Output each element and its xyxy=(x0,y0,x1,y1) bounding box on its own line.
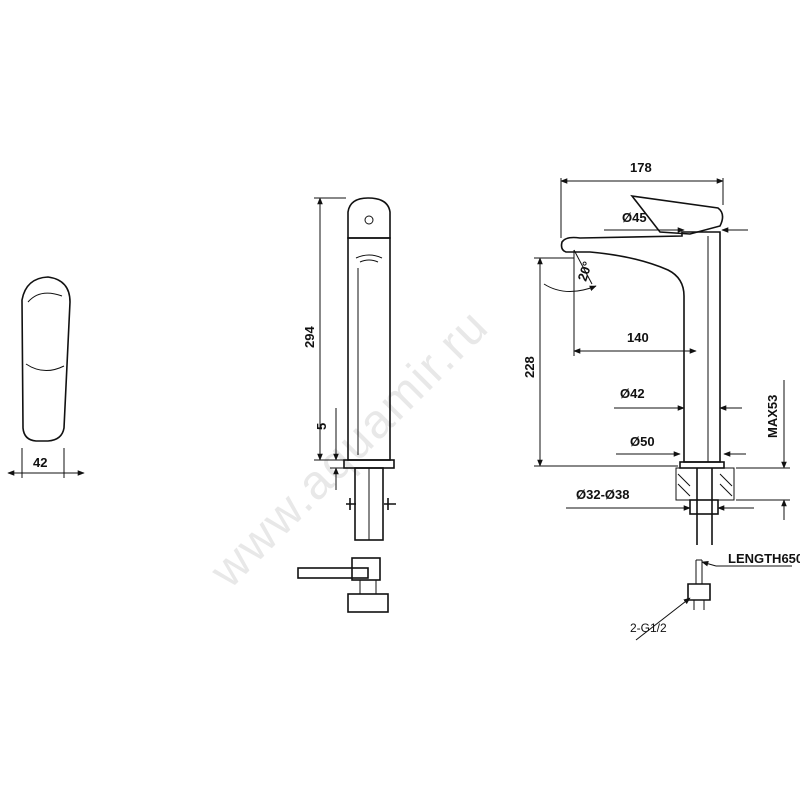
front-view-lever xyxy=(297,567,369,579)
front-view-height-label: 294 xyxy=(302,326,317,348)
profile-view: 178 Ø45 20° 140 228 Ø42 Ø50 MAX53 xyxy=(522,160,800,641)
front-view: 294 5 xyxy=(297,197,396,613)
front-view-aerator xyxy=(355,254,383,263)
profile-view-reach-label: 140 xyxy=(627,330,649,345)
profile-view-angle-label: 20° xyxy=(575,260,595,283)
profile-view-hole-label: Ø32-Ø38 xyxy=(576,487,629,502)
profile-view-countertop-hatch-right xyxy=(719,473,733,497)
profile-view-angle-arc xyxy=(543,283,597,292)
side-view-width-label: 42 xyxy=(33,455,47,470)
profile-view-length-label: 178 xyxy=(630,160,652,175)
side-view-handle-top-curve xyxy=(27,292,63,303)
profile-view-hose-leader xyxy=(701,561,717,567)
watermark: www.aquamir.ru xyxy=(200,299,499,598)
profile-view-connection-label: 2-G1/2 xyxy=(630,621,667,635)
profile-view-spout xyxy=(560,231,721,463)
profile-view-hose-clamp xyxy=(689,499,719,515)
side-view: 42 xyxy=(7,276,85,478)
front-view-handle-dot xyxy=(364,215,374,225)
profile-view-connection-leader xyxy=(635,597,691,641)
profile-view-base-dia-label: Ø50 xyxy=(630,434,655,449)
front-view-hose-right xyxy=(384,498,396,510)
profile-view-countertop xyxy=(675,467,735,501)
profile-view-hose-label: LENGTH650 xyxy=(728,551,800,566)
side-view-handle xyxy=(21,276,71,442)
front-view-small-label: 5 xyxy=(314,423,329,430)
front-view-nut xyxy=(347,593,389,613)
profile-view-max-label: MAX53 xyxy=(765,395,780,438)
profile-view-spout-height-label: 228 xyxy=(522,356,537,378)
front-view-hose-left xyxy=(346,498,356,510)
profile-view-connector-nut xyxy=(687,583,711,601)
front-view-mount-plate xyxy=(351,557,381,581)
profile-view-handle-dia-label: Ø45 xyxy=(622,210,647,225)
profile-view-countertop-hatch-left xyxy=(677,473,691,497)
profile-view-base xyxy=(679,461,725,469)
side-view-handle-inner-curve xyxy=(25,363,65,371)
front-view-handle xyxy=(347,197,391,239)
profile-view-body-dia-label: Ø42 xyxy=(620,386,645,401)
